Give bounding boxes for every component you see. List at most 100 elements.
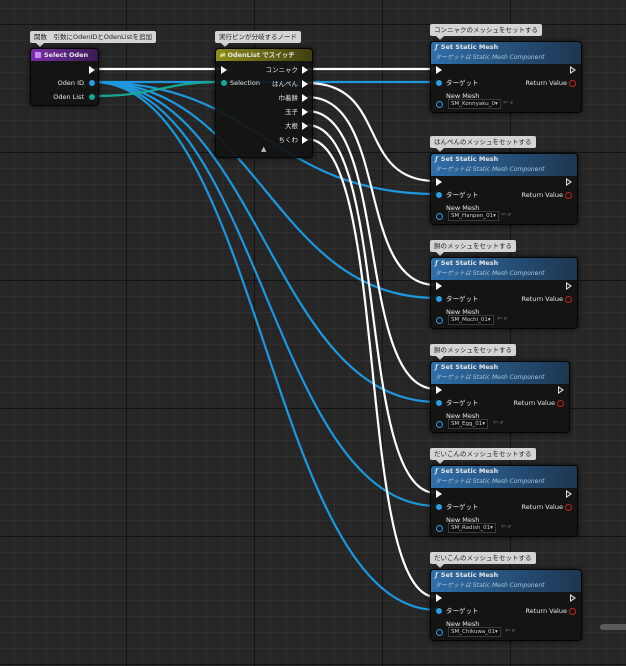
target-pin[interactable]: [436, 504, 442, 510]
return-value-pin[interactable]: [569, 80, 576, 87]
target-label: ターゲット: [446, 79, 479, 87]
browse-icon[interactable]: ⇦ ⌕: [505, 627, 516, 634]
browse-icon[interactable]: ⇦ ⌕: [497, 315, 508, 322]
switch-out-label-5: ちくわ: [278, 136, 299, 144]
set-static-mesh-title: Set Static Mesh: [440, 43, 499, 51]
switch-out-pin-4[interactable]: [302, 122, 308, 130]
switch-exec-in-pin[interactable]: [221, 66, 227, 74]
exec-out-pin[interactable]: [558, 386, 564, 394]
target-pin[interactable]: [436, 400, 442, 406]
switch-out-pin-2[interactable]: [302, 94, 308, 102]
target-pin[interactable]: [436, 192, 442, 198]
switch-out-pin-5[interactable]: [302, 136, 308, 144]
switch-out-pin-0[interactable]: [302, 66, 308, 74]
oden-id-pin[interactable]: [89, 80, 95, 86]
comment-mochi: 餅のメッシュをセットする: [430, 240, 516, 256]
comment-konnyaku: コンニャクのメッシュをセットする: [430, 24, 542, 40]
exec-out-pin[interactable]: [570, 66, 576, 74]
mesh-dropdown[interactable]: SM_Hanpen_01▾: [448, 211, 499, 221]
selection-pin[interactable]: [221, 80, 227, 86]
mesh-dropdown[interactable]: SM_Radish_01▾: [448, 523, 496, 533]
switch-out-pin-3[interactable]: [302, 108, 308, 116]
set-static-mesh-subtitle: ターゲットは Static Mesh Component: [435, 374, 545, 381]
return-value-label: Return Value: [525, 607, 568, 615]
new-mesh-pin[interactable]: [436, 421, 443, 428]
browse-icon[interactable]: ⇦ ⌕: [501, 523, 512, 530]
wire-target-chikuwa: [92, 80, 438, 612]
switch-icon: ⇄: [220, 51, 226, 59]
exec-out-pin[interactable]: [566, 282, 572, 290]
exec-out-pin[interactable]: [566, 178, 572, 186]
browse-icon[interactable]: ⇦ ⌕: [501, 211, 512, 218]
function-icon: ƒ: [435, 571, 438, 579]
new-mesh-label: New Mesh: [446, 516, 480, 524]
mesh-dropdown[interactable]: SM_Konnyaku_0▾: [448, 99, 501, 109]
target-label: ターゲット: [446, 503, 479, 511]
target-pin[interactable]: [436, 80, 442, 86]
select-oden-node[interactable]: Select Oden Oden ID Oden List: [30, 48, 99, 106]
function-icon: ƒ: [435, 43, 438, 51]
target-pin[interactable]: [436, 608, 442, 614]
scrollbar-thumb[interactable]: [600, 624, 626, 630]
return-value-pin[interactable]: [565, 192, 572, 199]
mesh-dropdown[interactable]: SM_Chikuwa_01▾: [448, 627, 501, 637]
return-value-pin[interactable]: [569, 608, 576, 615]
exec-in-pin[interactable]: [436, 594, 442, 602]
collapse-arrow-icon[interactable]: ▲: [261, 145, 267, 153]
wire-selection: [92, 80, 224, 98]
function-icon: ƒ: [435, 363, 438, 371]
wire-target-radish: [92, 80, 438, 508]
set-static-mesh-subtitle: ターゲットは Static Mesh Component: [435, 54, 545, 61]
exec-out-pin[interactable]: [570, 594, 576, 602]
switch-header[interactable]: ⇄OdenList でスイッチ: [216, 49, 312, 61]
set-static-mesh-title: Set Static Mesh: [440, 259, 499, 267]
new-mesh-label: New Mesh: [446, 204, 480, 212]
return-value-pin[interactable]: [557, 400, 564, 407]
comment-radish: だいこんのメッシュをセットする: [430, 448, 536, 464]
return-value-label: Return Value: [521, 191, 564, 199]
return-value-pin[interactable]: [565, 296, 572, 303]
target-label: ターゲット: [446, 191, 479, 199]
select-oden-header[interactable]: Select Oden: [31, 49, 98, 61]
mesh-dropdown[interactable]: SM_Mochi_01▾: [448, 315, 494, 325]
mesh-dropdown[interactable]: SM_Egg_01▾: [448, 419, 488, 429]
new-mesh-pin[interactable]: [436, 629, 443, 636]
new-mesh-pin[interactable]: [436, 525, 443, 532]
return-value-pin[interactable]: [565, 504, 572, 511]
exec-in-pin[interactable]: [436, 386, 442, 394]
exec-in-pin[interactable]: [436, 282, 442, 290]
set-static-mesh-title: Set Static Mesh: [440, 155, 499, 163]
target-pin[interactable]: [436, 296, 442, 302]
wire-exec-hanpen: [306, 81, 437, 183]
new-mesh-label: New Mesh: [446, 308, 480, 316]
new-mesh-pin[interactable]: [436, 213, 443, 220]
switch-out-label-4: 大根: [285, 122, 298, 130]
new-mesh-pin[interactable]: [436, 317, 443, 324]
exec-in-pin[interactable]: [436, 66, 442, 74]
function-icon: [35, 52, 41, 58]
browse-icon[interactable]: ⇦ ⌕: [503, 99, 514, 106]
comment-switch: 実行ピンが分岐するノード: [215, 31, 301, 47]
exec-in-pin[interactable]: [436, 490, 442, 498]
switch-out-pin-1[interactable]: [302, 80, 308, 88]
new-mesh-pin[interactable]: [436, 101, 443, 108]
exec-in-pin[interactable]: [436, 178, 442, 186]
browse-icon[interactable]: ⇦ ⌕: [493, 419, 504, 426]
exec-out-pin[interactable]: [566, 490, 572, 498]
oden-list-pin[interactable]: [89, 94, 95, 100]
switch-node[interactable]: ⇄OdenList でスイッチ Selection コンニャク はんぺん 巾着餅…: [215, 48, 313, 158]
exec-out-pin[interactable]: [89, 66, 95, 74]
